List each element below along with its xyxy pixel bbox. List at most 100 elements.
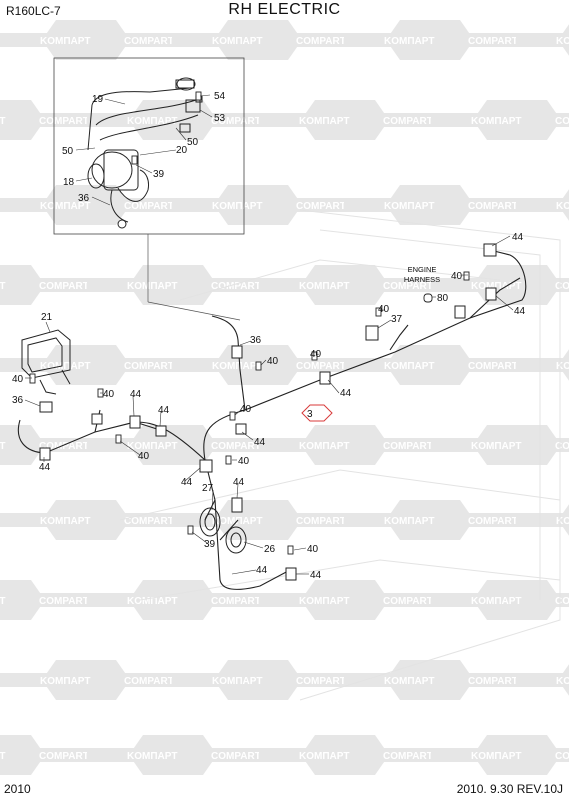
watermark-right-text: COMPART [383,441,433,452]
bolts [29,91,470,555]
watermark-left-text: KOMПAPT [471,441,522,452]
watermark-left-text: KOMПAPT [127,751,178,762]
watermark-right-text: COMPART [468,361,518,372]
watermark-tile: KOMПAPT COMPART [344,500,518,540]
watermark-tile: KOMПAPT COMPART [87,265,261,305]
callout-39-horn: 39 [204,539,216,550]
watermark-left-text: KOMПAPT [127,281,178,292]
watermark-tile: KOMПAPT COMPART [344,20,518,60]
watermark-right-text: COMPART [383,281,433,292]
leader-lines [24,94,514,575]
callout-80: 80 [437,293,449,304]
watermark-left-text: KOMПAPT [127,441,178,452]
callout-44-mid1: 44 [130,389,142,400]
watermark-right-text: COMPART [468,516,518,527]
watermark-right-text: COMPART [296,516,346,527]
watermark-left-text: KOMПAPT [212,676,263,687]
watermark-left-text: KOMПAPT [471,751,522,762]
callout-40-right1: 40 [310,349,322,360]
callout-44-horn1: 44 [181,477,193,488]
watermark-left-text: KOMПAPT [556,36,569,47]
watermark-left-text: KOMПAPT [127,596,178,607]
watermark-left-text: KOMПAPT [556,361,569,372]
watermark-tile: KOMПAPT COMPART [0,425,89,465]
watermark-left-text: KOMПAPT [299,596,350,607]
watermark-left-text: KOMПAPT [299,116,350,127]
watermark-left-text: KOMПAPT [384,516,435,527]
callout-40-horn: 40 [238,456,250,467]
callout-44-bottom1: 44 [256,565,268,576]
callout-44-top: 44 [512,232,524,243]
watermark-right-text: COMPART [124,201,174,212]
callout-37: 37 [391,314,403,325]
watermark-left-text: KOMПAPT [384,676,435,687]
watermark-right-text: COMPART [383,116,433,127]
watermark-left-text: KOMПAPT [212,201,263,212]
watermark-tile: KOMПAPT COMPART [87,580,261,620]
watermark-tile: KOMПAPT COMPART [259,100,433,140]
watermark-right-text: COMPART [211,281,261,292]
engine-harness-line2: HARNESS [404,275,440,284]
watermark-right-text: COMPART [468,36,518,47]
callout-40-top: 40 [451,271,463,282]
watermark-left-text: KOMПAPT [0,441,6,452]
watermark-left-text: KOMПAPT [127,116,178,127]
watermark-left-text: KOMПAPT [40,516,91,527]
watermark-left-text: KOMПAPT [471,116,522,127]
watermark-left-text: KOMПAPT [0,116,6,127]
callout-44-top2: 44 [514,306,526,317]
callout-50-left: 50 [62,146,74,157]
watermark-left-text: KOMПAPT [212,361,263,372]
callout-39-inset: 39 [153,169,165,180]
callout-40-right2: 40 [378,304,390,315]
watermark-right-text: COMPART [555,596,569,607]
watermark-right-text: COMPART [39,281,89,292]
watermark-left-text: KOMПAPT [384,36,435,47]
work-light [21,329,71,395]
callout-18: 18 [63,177,75,188]
callout-50-right: 50 [187,137,199,148]
watermark-tile: KOMПAPT COMPART [259,735,433,775]
watermark-right-text: COMPART [39,751,89,762]
detail-inset [53,57,245,321]
watermark-right-text: COMPART [468,676,518,687]
watermark-right-text: COMPART [211,596,261,607]
watermark-right-text: COMPART [555,751,569,762]
callout-36-light: 36 [12,395,24,406]
watermark-right-text: COMPART [555,281,569,292]
watermark-right-text: COMPART [124,676,174,687]
callout-40-bottom: 40 [307,544,319,555]
callout-44-right1: 44 [340,388,352,399]
watermark-left-text: KOMПAPT [556,516,569,527]
callout-27: 27 [202,483,214,494]
footer-date-revision: 2010. 9.30 REV.10J [456,782,563,796]
watermark-right-text: COMPART [124,516,174,527]
callout-20: 20 [176,145,188,156]
watermark-right-text: COMPART [124,36,174,47]
watermark-left-text: KOMПAPT [299,751,350,762]
watermark-right-text: COMPART [39,116,89,127]
callout-21: 21 [41,312,53,323]
watermark-right-text: COMPART [39,441,89,452]
callout-36-inset: 36 [78,193,90,204]
callout-40-mid: 40 [103,389,115,400]
watermark-right-text: COMPART [296,36,346,47]
watermark-right-text: COMPART [383,751,433,762]
